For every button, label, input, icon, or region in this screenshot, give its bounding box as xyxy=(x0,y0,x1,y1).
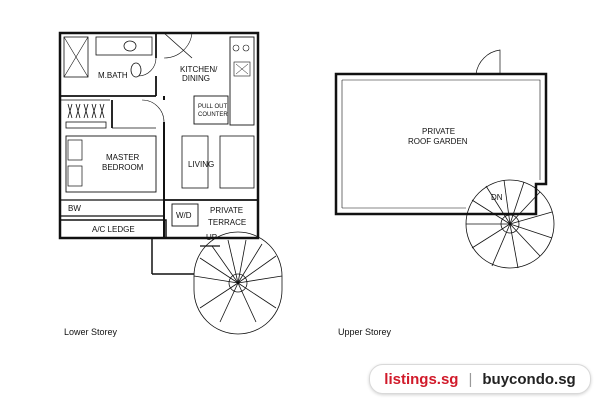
brand-buycondo[interactable]: buycondo.sg xyxy=(482,370,576,388)
bedroom-door-swing xyxy=(141,99,165,123)
roof-garden-outline xyxy=(334,72,548,216)
kitchen-counter xyxy=(229,36,255,126)
wd-closet xyxy=(171,203,199,227)
stair-label-dn: DN xyxy=(491,193,503,202)
caption-upper-storey: Upper Storey xyxy=(338,327,392,337)
brand-separator: | xyxy=(468,370,473,388)
room-label-terrace-line2: TERRACE xyxy=(208,218,246,227)
brand-listings[interactable]: listings.sg xyxy=(384,370,459,388)
bed xyxy=(65,135,157,193)
ac-ledge-outline xyxy=(59,219,167,239)
dining-table xyxy=(181,135,209,189)
room-label-kitchen-line2: DINING xyxy=(182,74,210,83)
room-label-wd: W/D xyxy=(176,211,192,220)
entrance-door-swing xyxy=(163,32,193,59)
room-label-pullout-line2: COUNTER xyxy=(198,112,228,118)
room-label-pullout-line1: PULL OUT xyxy=(198,104,227,110)
room-label-garden-line2: ROOF GARDEN xyxy=(408,137,468,146)
room-label-garden-line1: PRIVATE xyxy=(422,127,455,136)
sofa xyxy=(219,135,255,189)
shower-area xyxy=(63,36,89,78)
room-label-master-line2: BEDROOM xyxy=(102,163,144,172)
pull-out-counter xyxy=(193,95,229,125)
sink-icon xyxy=(233,61,251,77)
room-label-master-line1: MASTER xyxy=(106,153,140,162)
room-label-terrace-line1: PRIVATE xyxy=(210,206,243,215)
room-label-mbath: M.BATH xyxy=(98,71,128,80)
room-label-bw: BW xyxy=(68,204,81,213)
caption-lower-storey: Lower Storey xyxy=(64,327,118,337)
room-label-kitchen-line1: KITCHEN/ xyxy=(180,65,218,74)
stair-label-up: UP xyxy=(206,233,217,242)
room-label-ac-ledge: A/C LEDGE xyxy=(92,225,135,234)
toilet-icon xyxy=(130,62,142,78)
room-label-living: LIVING xyxy=(188,160,214,169)
brand-watermark-badge[interactable]: listings.sg | buycondo.sg xyxy=(369,364,591,394)
upper-storey-plan xyxy=(334,49,555,269)
spiral-stair-upper xyxy=(465,179,555,269)
vanity xyxy=(95,36,153,56)
basin-icon xyxy=(123,40,137,52)
roof-door-swing xyxy=(475,49,501,75)
spiral-stair-lower xyxy=(193,231,283,335)
wardrobe-hatch xyxy=(67,103,105,119)
lower-storey-plan xyxy=(58,31,283,335)
bath-door-swing xyxy=(137,57,157,77)
